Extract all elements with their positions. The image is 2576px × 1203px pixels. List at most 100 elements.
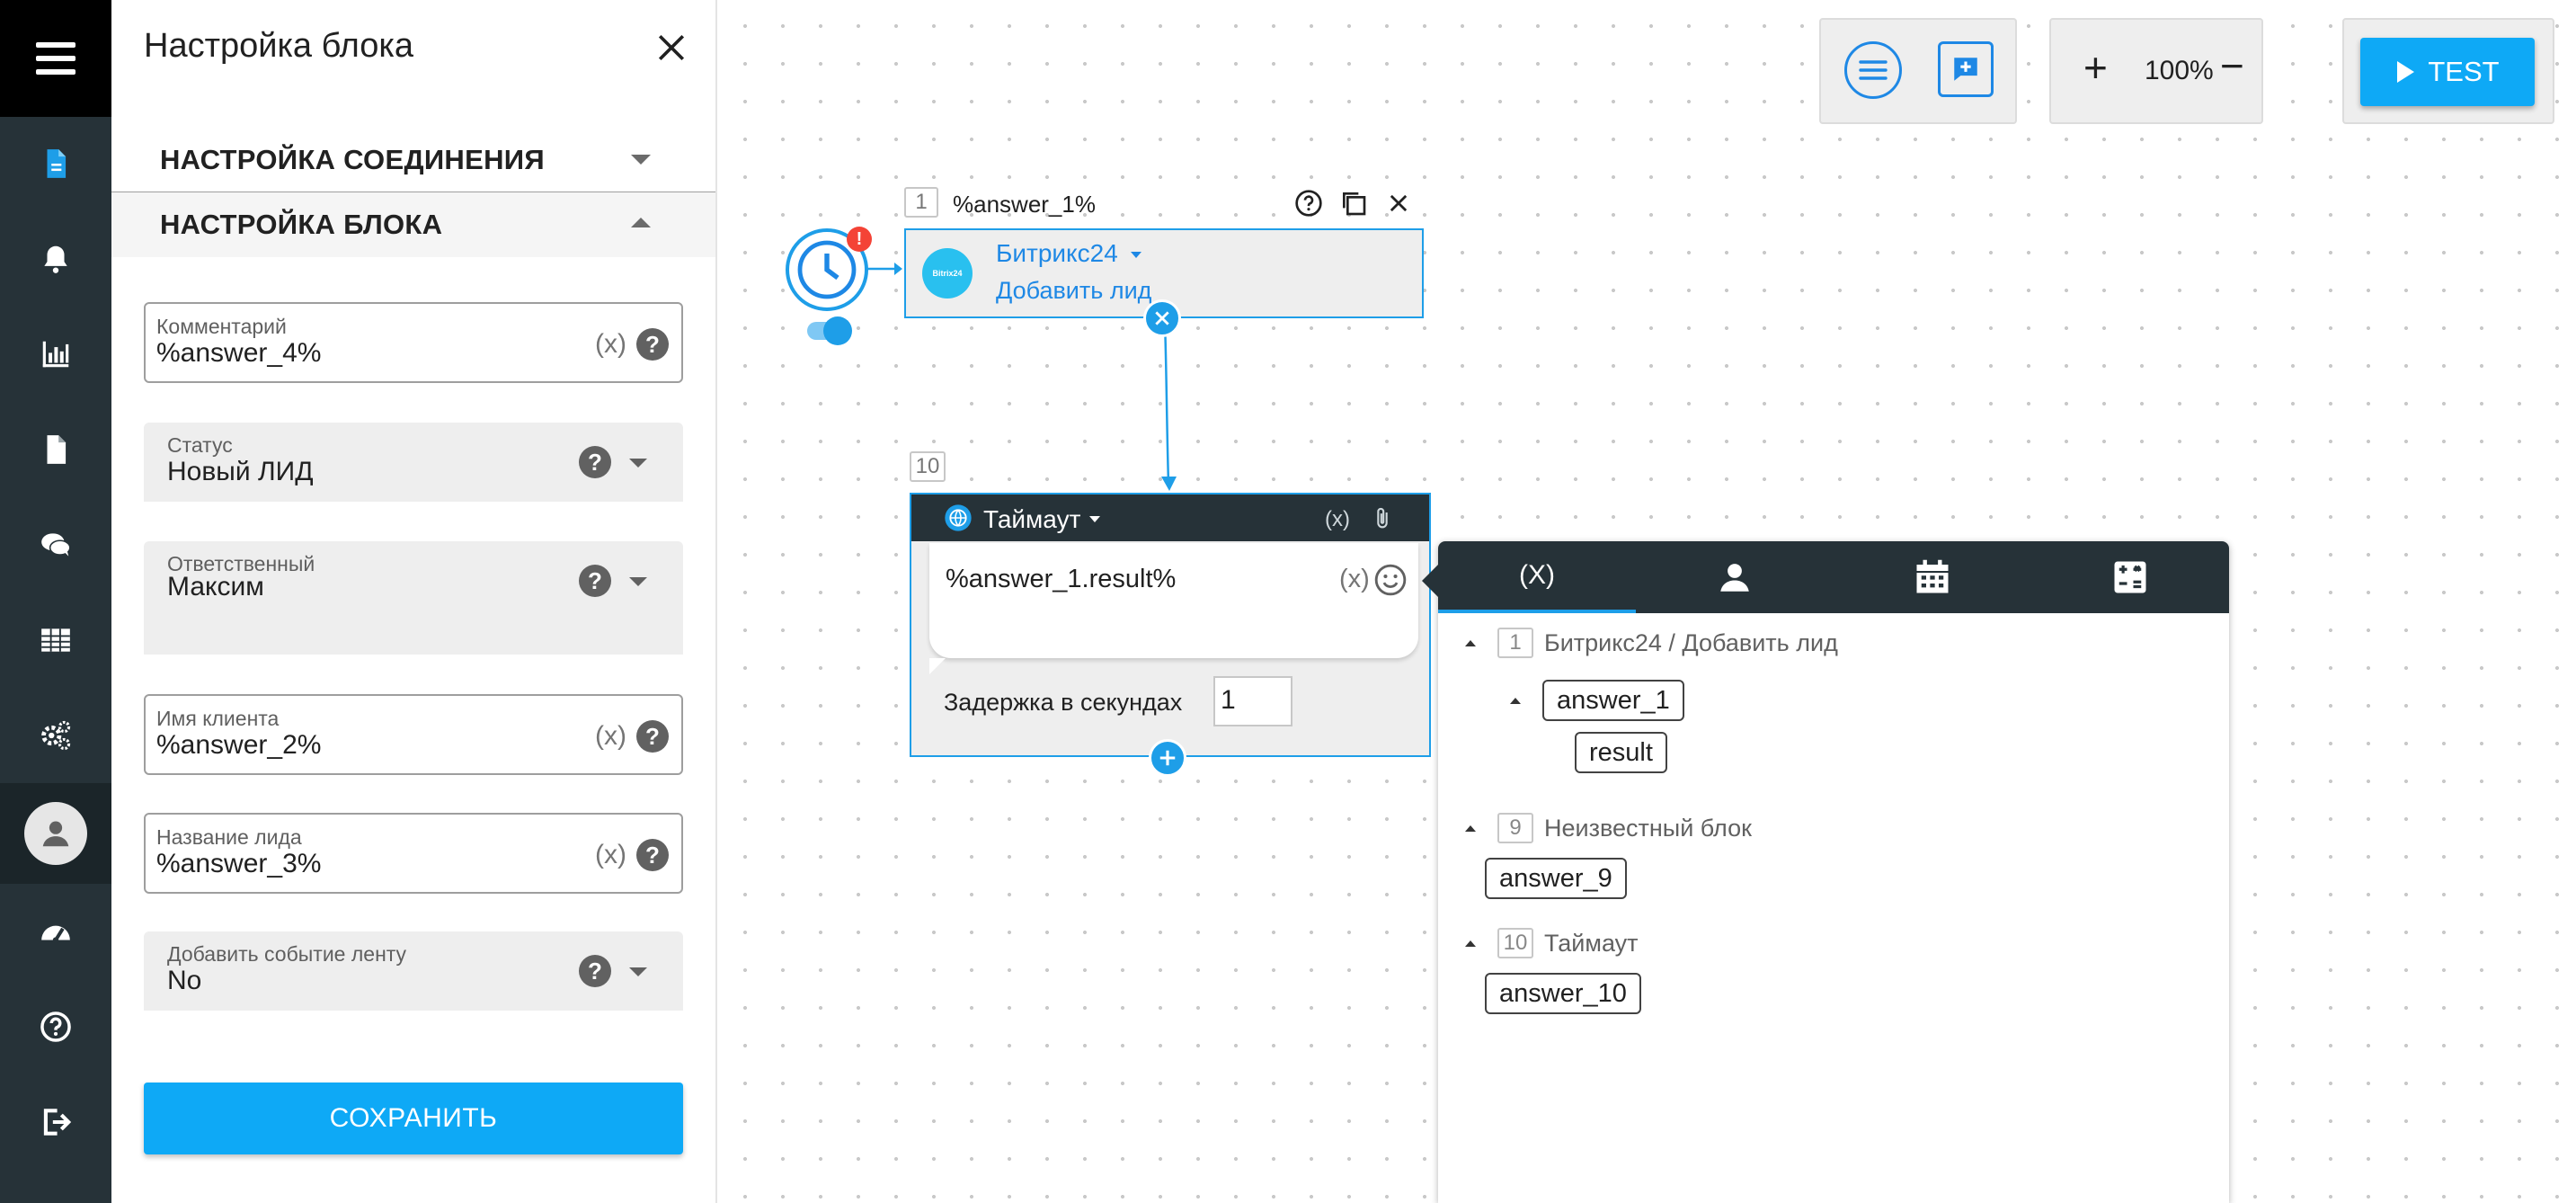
play-icon	[2397, 61, 2415, 83]
document-icon[interactable]	[0, 116, 111, 211]
collapse-caret-icon[interactable]	[1465, 940, 1476, 947]
accordion-label: НАСТРОЙКА СОЕДИНЕНИЯ	[160, 144, 545, 175]
status-select[interactable]: Статус Новый ЛИД ?	[144, 423, 683, 502]
zoom-out-button[interactable]: −	[2220, 42, 2244, 89]
block-header: Таймаут (x)	[911, 495, 1429, 541]
caret-down-icon	[629, 459, 647, 468]
list-icon[interactable]	[1844, 41, 1902, 99]
message-bubble[interactable]: %answer_1.result% (x)	[929, 543, 1418, 674]
insert-variable-button[interactable]: (x)	[1339, 565, 1370, 593]
delay-label: Задержка в секундах	[944, 689, 1183, 716]
group-number: 9	[1497, 813, 1533, 843]
help-icon[interactable]	[1294, 189, 1323, 218]
block-number: 1	[904, 187, 938, 218]
zoom-in-button[interactable]: +	[2083, 44, 2108, 91]
caret-up-icon	[631, 218, 651, 227]
emoji-icon[interactable]	[1373, 563, 1408, 597]
field-label: Название лида	[156, 825, 302, 849]
gears-icon[interactable]	[0, 688, 111, 783]
help-icon[interactable]: ?	[636, 328, 669, 361]
close-icon[interactable]	[1386, 191, 1411, 216]
table-icon[interactable]	[0, 593, 111, 688]
field-value: No	[167, 966, 202, 995]
field-value[interactable]: %answer_3%	[156, 849, 322, 878]
tab-calculator[interactable]	[2031, 541, 2229, 613]
start-trigger[interactable]: !	[786, 227, 872, 311]
add-event-select[interactable]: Добавить событие ленту No ?	[144, 931, 683, 1011]
service-select[interactable]: Битрикс24	[996, 239, 1118, 267]
field-value: Новый ЛИД	[167, 457, 314, 486]
block-timeout[interactable]: Таймаут (x) %answer_1.result% (x) Задерж…	[910, 493, 1431, 757]
client-name-field[interactable]: Имя клиента %answer_2% (x) ?	[144, 694, 683, 775]
test-button[interactable]: TEST	[2360, 38, 2535, 106]
help-icon[interactable]: ?	[636, 720, 669, 753]
block-title[interactable]: Таймаут	[983, 505, 1081, 533]
accordion-block-settings[interactable]: НАСТРОЙКА БЛОКА	[111, 192, 715, 257]
calculator-icon	[2114, 561, 2146, 593]
speedometer-icon[interactable]	[0, 884, 111, 979]
globe-icon	[945, 504, 972, 531]
bell-icon[interactable]	[0, 211, 111, 307]
collapse-caret-icon[interactable]	[1465, 825, 1476, 832]
accordion-label: НАСТРОЙКА БЛОКА	[160, 209, 443, 240]
variable-chip[interactable]: answer_9	[1485, 858, 1627, 899]
field-value: Максим	[167, 572, 264, 602]
insert-variable-button[interactable]: (x)	[1325, 507, 1350, 531]
tab-person[interactable]	[1636, 541, 1834, 613]
responsible-select[interactable]: Ответственный Максим ?	[144, 541, 683, 655]
tab-variables[interactable]: (X)	[1438, 541, 1636, 613]
bar-chart-icon[interactable]	[0, 307, 111, 402]
collapse-caret-icon[interactable]	[1465, 640, 1476, 646]
insert-variable-button[interactable]: (x)	[595, 329, 626, 359]
logout-icon[interactable]	[0, 1074, 111, 1170]
help-icon[interactable]: ?	[579, 446, 611, 478]
attachment-icon[interactable]	[1370, 505, 1395, 532]
message-text[interactable]: %answer_1.result%	[946, 565, 1177, 593]
add-comment-icon[interactable]	[1938, 41, 1994, 97]
delay-input[interactable]: 1	[1213, 676, 1292, 726]
variable-group: 9 Неизвестный блок	[1497, 813, 1752, 843]
collapse-caret-icon[interactable]	[1510, 698, 1521, 704]
action-select[interactable]: Добавить лид	[996, 277, 1152, 304]
help-icon[interactable]	[0, 979, 111, 1074]
close-icon[interactable]	[649, 25, 694, 70]
calendar-icon	[1916, 559, 1949, 593]
field-label: Ответственный	[167, 552, 315, 575]
copy-icon[interactable]	[1339, 189, 1368, 218]
tab-calendar[interactable]	[1834, 541, 2031, 613]
field-value[interactable]: %answer_4%	[156, 338, 322, 368]
zoom-level: 100%	[2145, 56, 2214, 85]
nav-rail	[0, 0, 111, 1203]
comment-field[interactable]: Комментарий %answer_4% (x) ?	[144, 302, 683, 383]
clock-icon	[797, 240, 857, 299]
help-icon[interactable]: ?	[579, 955, 611, 987]
variables-icon: (X)	[1519, 560, 1555, 590]
variable-chip[interactable]: result	[1575, 732, 1667, 773]
popup-tabs: (X)	[1438, 541, 2229, 613]
accordion-connection-settings[interactable]: НАСТРОЙКА СОЕДИНЕНИЯ	[111, 128, 715, 192]
add-block-icon[interactable]	[1149, 739, 1186, 777]
insert-variable-button[interactable]: (x)	[595, 840, 626, 869]
variable-chip[interactable]: answer_1	[1542, 680, 1684, 721]
start-toggle[interactable]	[807, 316, 852, 345]
help-icon[interactable]: ?	[636, 839, 669, 871]
group-title: Таймаут	[1544, 929, 1639, 957]
toolbar-actions	[1819, 18, 2017, 124]
variable-group: 1 Битрикс24 / Добавить лид	[1497, 628, 1838, 658]
zoom-controls: + 100% −	[2049, 18, 2263, 124]
avatar	[24, 802, 87, 865]
file-icon[interactable]	[0, 402, 111, 497]
help-icon[interactable]: ?	[579, 565, 611, 597]
variable-group: 10 Таймаут	[1497, 928, 1639, 958]
chat-icon[interactable]	[0, 497, 111, 593]
save-button[interactable]: СОХРАНИТЬ	[144, 1083, 683, 1154]
profile-button[interactable]	[0, 783, 111, 884]
field-value[interactable]: %answer_2%	[156, 730, 322, 760]
variable-chip[interactable]: answer_10	[1485, 973, 1641, 1014]
hamburger-icon[interactable]	[0, 0, 111, 117]
block-settings-panel: Настройка блока НАСТРОЙКА СОЕДИНЕНИЯ НАС…	[111, 0, 717, 1203]
insert-variable-button[interactable]: (x)	[595, 721, 626, 751]
variables-popup: (X) 1 Битрикс24 / Добавить лид answer_1 …	[1422, 541, 2229, 1203]
delete-connection-icon[interactable]	[1143, 299, 1181, 337]
lead-name-field[interactable]: Название лида %answer_3% (x) ?	[144, 813, 683, 894]
